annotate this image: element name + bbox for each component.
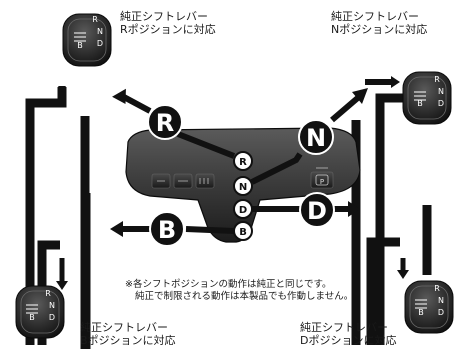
big-label-b: B (149, 211, 185, 247)
panel-p-label: P (320, 178, 324, 186)
panel-button-3[interactable] (195, 173, 215, 189)
knob-letter-d3: D (49, 313, 55, 322)
caption-r-line1: 純正シフトレバー (120, 10, 208, 23)
knob-letter-r2: R (434, 75, 440, 84)
knob-shift-pattern-icon (74, 32, 86, 42)
knob-shift-pattern-icon (415, 299, 427, 309)
knob-letter-d: D (97, 39, 103, 48)
knob-letter-r3: R (45, 289, 51, 298)
caption-b-line1: 純正シフトレバー (80, 321, 168, 334)
knob-shift-pattern-icon (414, 91, 426, 101)
svg-text:N: N (306, 124, 326, 152)
svg-text:R: R (156, 109, 174, 137)
connector-r (112, 88, 236, 159)
svg-text:B: B (239, 227, 247, 238)
operation-note-line2: 純正で制限される動作は本製品でも作動しません。 (135, 291, 354, 302)
bottom-left-shift-lever: R N D B (15, 193, 91, 350)
svg-text:R: R (239, 157, 247, 168)
caption-b: 純正シフトレバー Bポジションに対応 (80, 321, 176, 347)
knob-letter-r: R (92, 15, 98, 24)
panel-button-icons (157, 178, 209, 184)
svg-text:N: N (239, 182, 247, 193)
connector-d (252, 201, 360, 217)
caption-d-line1: 純正シフトレバー (300, 321, 388, 334)
bottom-right-shift-lever: R N D B (366, 205, 454, 345)
knob-letter-r4: R (434, 284, 440, 293)
big-label-d: D (299, 192, 335, 228)
caption-r: 純正シフトレバー Rポジションに対応 (120, 10, 216, 36)
knob-letter-d4: D (438, 308, 444, 317)
caption-n-line2: Nポジションに対応 (331, 23, 428, 36)
knob-letter-n4: N (438, 296, 444, 305)
connector-n (250, 88, 368, 185)
knob-letter-b4: B (418, 308, 424, 317)
knob-shift-pattern-icon (26, 304, 38, 314)
caption-d: 純正シフトレバー Dポジションに対応 (300, 321, 396, 347)
big-label-n: N (298, 119, 334, 155)
knob-letter-b3: B (29, 313, 35, 322)
operation-note: ※各シフトポジションの動作は純正と同じです。 純正で制限される動作は本製品でも作… (125, 279, 353, 303)
svg-text:B: B (158, 216, 176, 244)
connector-b (110, 221, 235, 237)
shift-button-n[interactable]: N (233, 176, 253, 196)
shift-button-d[interactable]: D (233, 199, 253, 219)
caption-n: 純正シフトレバー Nポジションに対応 (331, 10, 427, 36)
caption-d-line2: Dポジションに対応 (300, 334, 397, 347)
caption-n-line1: 純正シフトレバー (331, 10, 419, 23)
knob-letter-n3: N (49, 301, 55, 310)
knob-letter-n2: N (438, 87, 444, 96)
caption-r-line2: Rポジションに対応 (120, 23, 216, 36)
shift-button-r[interactable]: R (233, 151, 253, 171)
knob-letter-n: N (97, 27, 103, 36)
knob-letter-b2: B (417, 99, 423, 108)
knob-letter-d2: D (438, 99, 444, 108)
caption-b-line2: Bポジションに対応 (80, 334, 176, 347)
big-label-r: R (147, 104, 183, 140)
shift-button-b[interactable]: B (233, 221, 253, 241)
knob-letter-b: B (77, 41, 83, 50)
svg-text:D: D (239, 205, 247, 216)
operation-note-line1: ※各シフトポジションの動作は純正と同じです。 (125, 279, 332, 290)
svg-text:D: D (307, 197, 327, 225)
